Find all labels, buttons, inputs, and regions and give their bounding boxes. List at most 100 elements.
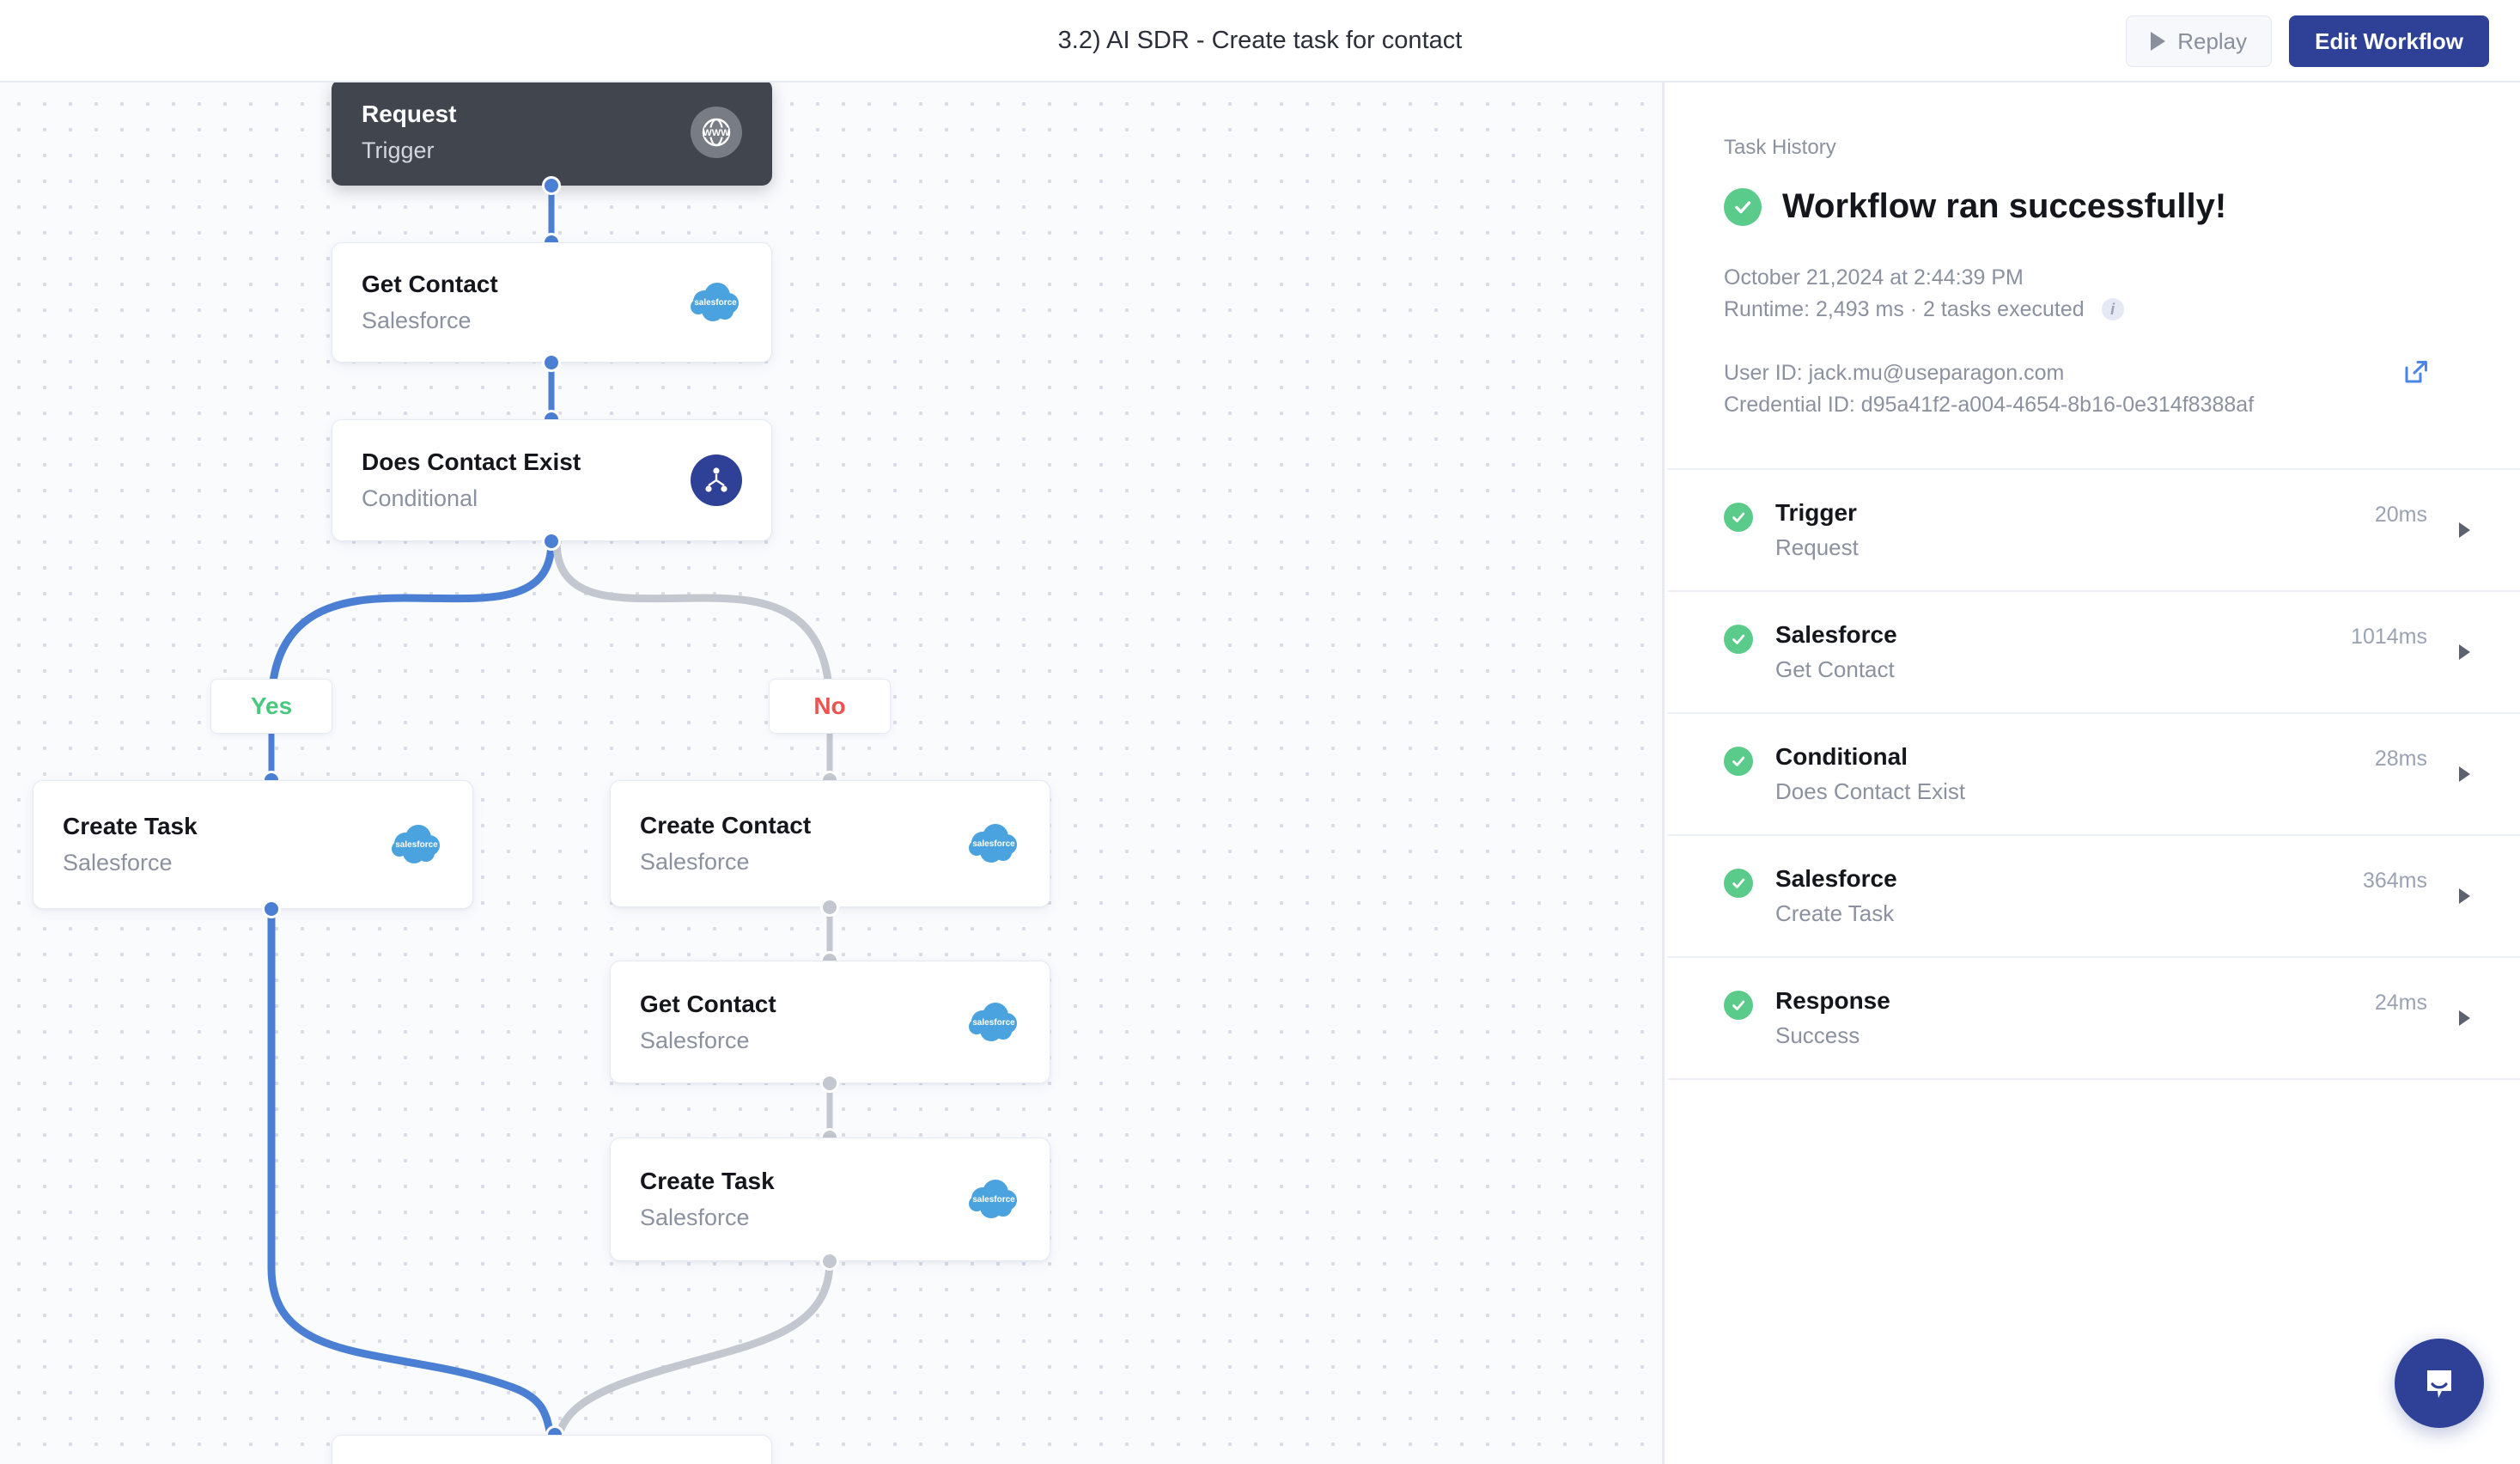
workflow-canvas[interactable]: Request Trigger WWW Get Co [0, 82, 1665, 1464]
salesforce-cloud-icon: salesforce [689, 282, 742, 323]
node-subtitle: Salesforce [362, 308, 472, 333]
node-title: Get Contact [362, 271, 498, 297]
run-runtime: Runtime: 2,493 ms · 2 tasks executed [1724, 296, 2085, 321]
task-text: Salesforce Create Task [1775, 865, 1897, 927]
chevron-right-icon[interactable] [2459, 1010, 2470, 1026]
task-row[interactable]: Salesforce Create Task 364ms [1667, 836, 2520, 958]
task-history-header: Task History Workflow ran successfully! … [1667, 82, 2520, 420]
node-create-contact-text: Create Contact Salesforce [640, 812, 811, 875]
check-circle-icon [1724, 991, 1753, 1020]
task-text: Response Success [1775, 987, 1890, 1049]
task-subtitle: Get Contact [1775, 656, 1895, 682]
task-subtitle: Does Contact Exist [1775, 778, 1966, 804]
node-get-contact-2[interactable]: Get Contact Salesforce salesforce [610, 961, 1050, 1083]
salesforce-cloud-icon: salesforce [967, 1179, 1020, 1220]
task-row[interactable]: Conditional Does Contact Exist 28ms [1667, 714, 2520, 836]
edit-workflow-button[interactable]: Edit Workflow [2289, 15, 2489, 67]
node-create-task-no-text: Create Task Salesforce [640, 1168, 775, 1231]
task-row[interactable]: Trigger Request 20ms [1667, 470, 2520, 592]
salesforce-wordmark: salesforce [694, 298, 737, 308]
page-title: 3.2) AI SDR - Create task for contact [1057, 26, 1463, 54]
port-createtask-no-out[interactable] [820, 1252, 839, 1271]
task-name: Trigger [1775, 499, 1857, 526]
branch-label-yes[interactable]: Yes [210, 679, 332, 734]
run-runtime-row: Runtime: 2,493 ms · 2 tasks executed i [1724, 294, 2468, 326]
salesforce-cloud-icon: salesforce [390, 824, 443, 865]
replay-button[interactable]: Replay [2126, 15, 2273, 67]
task-row[interactable]: Salesforce Get Contact 1014ms [1667, 592, 2520, 714]
node-request-text: Request Trigger [362, 101, 456, 164]
node-conditional-text: Does Contact Exist Conditional [362, 448, 581, 512]
node-get-contact-2-text: Get Contact Salesforce [640, 991, 776, 1054]
node-title: Create Task [640, 1168, 775, 1194]
node-success-response[interactable]: Success Response [332, 1435, 772, 1464]
node-subtitle: Salesforce [63, 850, 173, 875]
task-list: Trigger Request 20ms Salesforce Get Cont… [1667, 468, 2520, 1080]
port-getcontact-out[interactable] [542, 353, 561, 372]
replay-button-label: Replay [2177, 27, 2248, 54]
salesforce-wordmark: salesforce [972, 1018, 1015, 1028]
task-name: Response [1775, 987, 1890, 1014]
header-actions: Replay Edit Workflow [2126, 15, 2489, 67]
task-duration: 364ms [2362, 869, 2427, 893]
check-circle-icon [1724, 869, 1753, 898]
chevron-right-icon[interactable] [2459, 888, 2470, 904]
node-subtitle: Salesforce [640, 1205, 750, 1230]
check-circle-icon [1724, 187, 1762, 226]
node-does-contact-exist[interactable]: Does Contact Exist Conditional [332, 419, 772, 541]
task-duration: 28ms [2374, 747, 2427, 771]
user-id: User ID: jack.mu@useparagon.com [1724, 361, 2065, 385]
task-text: Conditional Does Contact Exist [1775, 743, 1965, 805]
svg-text:WWW: WWW [703, 128, 730, 138]
salesforce-wordmark: salesforce [972, 1195, 1015, 1205]
task-duration: 1014ms [2351, 625, 2427, 649]
node-subtitle: Salesforce [640, 849, 750, 875]
salesforce-cloud-icon: salesforce [967, 823, 1020, 864]
node-request-trigger[interactable]: Request Trigger WWW [332, 82, 772, 186]
task-name: Salesforce [1775, 621, 1897, 648]
conditional-branch-icon [691, 454, 742, 506]
run-identifiers: User ID: jack.mu@useparagon.com Credenti… [1724, 357, 2468, 420]
workflow-status: Workflow ran successfully! [1724, 187, 2468, 226]
task-duration: 24ms [2374, 991, 2427, 1015]
task-name: Conditional [1775, 743, 1908, 770]
credential-id: Credential ID: d95a41f2-a004-4654-8b16-0… [1724, 392, 2255, 417]
globe-www-icon: WWW [691, 107, 742, 158]
node-get-contact[interactable]: Get Contact Salesforce salesforce [332, 242, 772, 363]
intercom-chat-icon[interactable] [2395, 1339, 2484, 1428]
app-header: 3.2) AI SDR - Create task for contact Re… [0, 0, 2520, 82]
node-title: Create Task [63, 813, 198, 839]
node-title: Get Contact [640, 990, 776, 1017]
node-subtitle: Salesforce [640, 1027, 750, 1053]
run-metadata: October 21,2024 at 2:44:39 PM Runtime: 2… [1724, 262, 2468, 325]
task-row[interactable]: Response Success 24ms [1667, 958, 2520, 1080]
port-getcontact2-out[interactable] [820, 1074, 839, 1093]
chevron-right-icon[interactable] [2459, 644, 2470, 660]
task-subtitle: Success [1775, 1022, 1860, 1048]
external-link-icon[interactable] [2403, 359, 2429, 394]
task-text: Salesforce Get Contact [1775, 621, 1897, 683]
node-title: Does Contact Exist [362, 448, 581, 475]
task-text: Trigger Request [1775, 499, 1859, 561]
branch-label-no[interactable]: No [769, 679, 891, 734]
node-create-contact[interactable]: Create Contact Salesforce salesforce [610, 780, 1050, 907]
port-createtask-yes-out[interactable] [262, 900, 281, 918]
play-icon [2151, 32, 2166, 51]
chevron-right-icon[interactable] [2459, 522, 2470, 538]
node-create-task-yes[interactable]: Create Task Salesforce salesforce [33, 780, 473, 909]
port-createcontact-out[interactable] [820, 898, 839, 917]
check-circle-icon [1724, 747, 1753, 776]
salesforce-wordmark: salesforce [972, 839, 1015, 849]
port-request-out[interactable] [542, 176, 561, 195]
check-circle-icon [1724, 503, 1753, 532]
node-get-contact-text: Get Contact Salesforce [362, 271, 498, 334]
info-icon[interactable]: i [2101, 297, 2124, 320]
node-create-task-no[interactable]: Create Task Salesforce salesforce [610, 1138, 1050, 1261]
port-conditional-out[interactable] [542, 532, 561, 551]
node-create-task-yes-text: Create Task Salesforce [63, 813, 198, 876]
task-duration: 20ms [2374, 503, 2427, 527]
chevron-right-icon[interactable] [2459, 766, 2470, 782]
check-circle-icon [1724, 625, 1753, 654]
task-subtitle: Request [1775, 534, 1859, 560]
node-title: Create Contact [640, 812, 812, 839]
